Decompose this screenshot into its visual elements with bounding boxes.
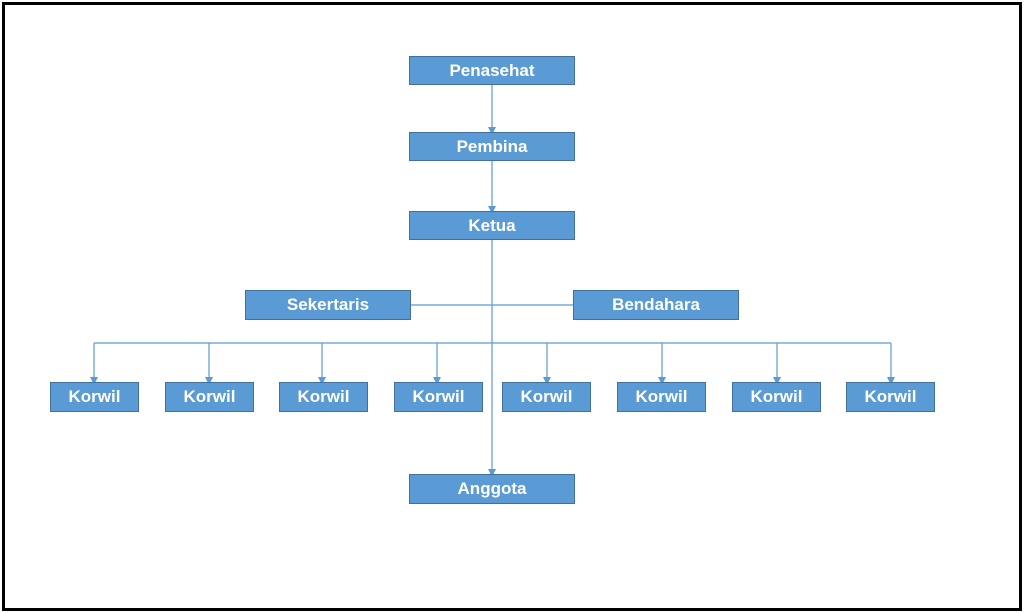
korwil-box-4: Korwil [394,382,483,412]
korwil-label: Korwil [750,387,803,406]
ketua-box: Ketua [409,211,575,240]
korwil-box-5: Korwil [502,382,591,412]
korwil-label: Korwil [68,387,121,406]
korwil-label: Korwil [412,387,465,406]
korwil-label: Korwil [520,387,573,406]
sekertaris-box: Sekertaris [245,290,411,320]
ketua-label: Ketua [468,215,516,235]
penasehat-box: Penasehat [409,56,575,85]
pembina-box: Pembina [409,132,575,161]
korwil-box-7: Korwil [732,382,821,412]
anggota-box: Anggota [409,474,575,504]
korwil-box-2: Korwil [165,382,254,412]
korwil-label: Korwil [183,387,236,406]
korwil-label: Korwil [297,387,350,406]
korwil-box-3: Korwil [279,382,368,412]
korwil-label: Korwil [635,387,688,406]
penasehat-label: Penasehat [449,60,535,80]
anggota-label: Anggota [457,479,527,498]
bendahara-label: Bendahara [612,295,700,314]
pembina-label: Pembina [456,136,528,156]
sekertaris-label: Sekertaris [286,295,370,314]
bendahara-box: Bendahara [573,290,739,320]
korwil-box-8: Korwil [846,382,935,412]
korwil-label: Korwil [864,387,917,406]
korwil-box-6: Korwil [617,382,706,412]
korwil-box-1: Korwil [50,382,139,412]
